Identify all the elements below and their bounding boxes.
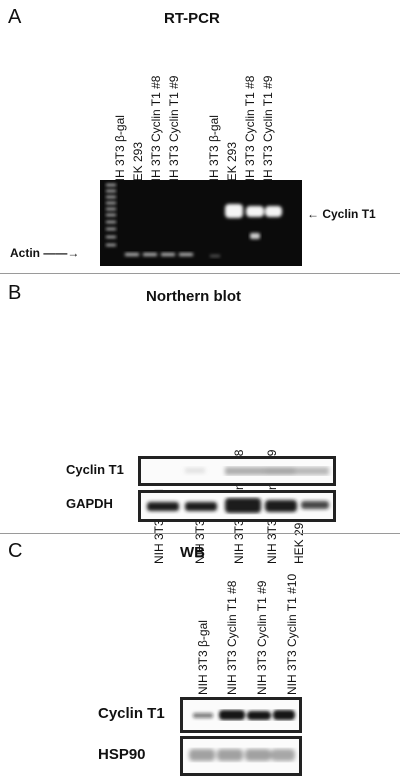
wb-blot-hsp90 bbox=[180, 736, 302, 776]
panel-a-lane-label-7: NIH 3T3 Cyclin T1 #8 bbox=[243, 75, 257, 191]
arrow-left-icon: ← bbox=[307, 207, 323, 221]
actin-arrow-label: Actin ——→ bbox=[10, 246, 79, 260]
panel-c-lane-label-3: NIH 3T3 Cyclin T1 #9 bbox=[255, 580, 269, 696]
panel-a-lane-label-5: NIH 3T3 β-gal bbox=[207, 115, 221, 190]
cyclin-t1-label: Cyclin T1 bbox=[322, 207, 376, 221]
panel-b: B Northern blot NIH 3T3 β-gal NIH 3T3 Ra… bbox=[0, 274, 400, 564]
northern-blot-cyclin-t1 bbox=[138, 456, 336, 486]
northern-blot-gapdh bbox=[138, 490, 336, 522]
panel-a-title: RT-PCR bbox=[164, 10, 220, 27]
rt-pcr-gel-image bbox=[100, 180, 302, 266]
panel-c: C WB bbox=[0, 534, 400, 783]
panel-a-letter: A bbox=[8, 6, 22, 28]
wb-row-label-hsp90: HSP90 bbox=[98, 746, 146, 763]
arrow-right-icon: ——→ bbox=[40, 246, 80, 260]
panel-a-lane-label-3: NIH 3T3 Cyclin T1 #8 bbox=[149, 75, 163, 191]
panel-a-lane-label-1: NIH 3T3 β-gal bbox=[113, 115, 127, 190]
panel-a-lane-label-8: NIH 3T3 Cyclin T1 #9 bbox=[261, 75, 275, 191]
wb-row-label-cyclin-t1: Cyclin T1 bbox=[98, 705, 165, 722]
divider-a-b bbox=[0, 273, 400, 274]
wb-blot-cyclin-t1 bbox=[180, 697, 302, 733]
wb-cyclin-t1-bands bbox=[193, 710, 295, 720]
wb-hsp90-bands bbox=[189, 749, 295, 761]
panel-c-letter: C bbox=[8, 540, 23, 562]
panel-a: A RT-PCR NIH 3T3 β-gal HEK 293 NIH 3T3 C… bbox=[0, 0, 400, 272]
northern-cyclin-t1-bands bbox=[185, 467, 329, 475]
rt-pcr-gel-graphic bbox=[106, 184, 282, 257]
northern-row-label-cyclin-t1: Cyclin T1 bbox=[66, 462, 124, 477]
divider-b-c bbox=[0, 533, 400, 534]
panel-a-lane-label-4: NIH 3T3 Cyclin T1 #9 bbox=[167, 75, 181, 191]
northern-gapdh-bands bbox=[147, 498, 329, 513]
northern-row-label-gapdh: GAPDH bbox=[66, 496, 113, 511]
panel-b-letter: B bbox=[8, 282, 22, 304]
actin-label: Actin bbox=[10, 246, 40, 260]
panel-c-title: WB bbox=[180, 544, 205, 561]
panel-c-lane-label-1: NIH 3T3 β-gal bbox=[196, 620, 210, 695]
panel-b-title: Northern blot bbox=[146, 288, 241, 305]
panel-c-lane-label-2: NIH 3T3 Cyclin T1 #8 bbox=[225, 580, 239, 696]
cyclin-t1-arrow-label: ← Cyclin T1 bbox=[307, 207, 376, 221]
panel-c-lane-label-4: NIH 3T3 Cyclin T1 #10 bbox=[285, 573, 299, 695]
